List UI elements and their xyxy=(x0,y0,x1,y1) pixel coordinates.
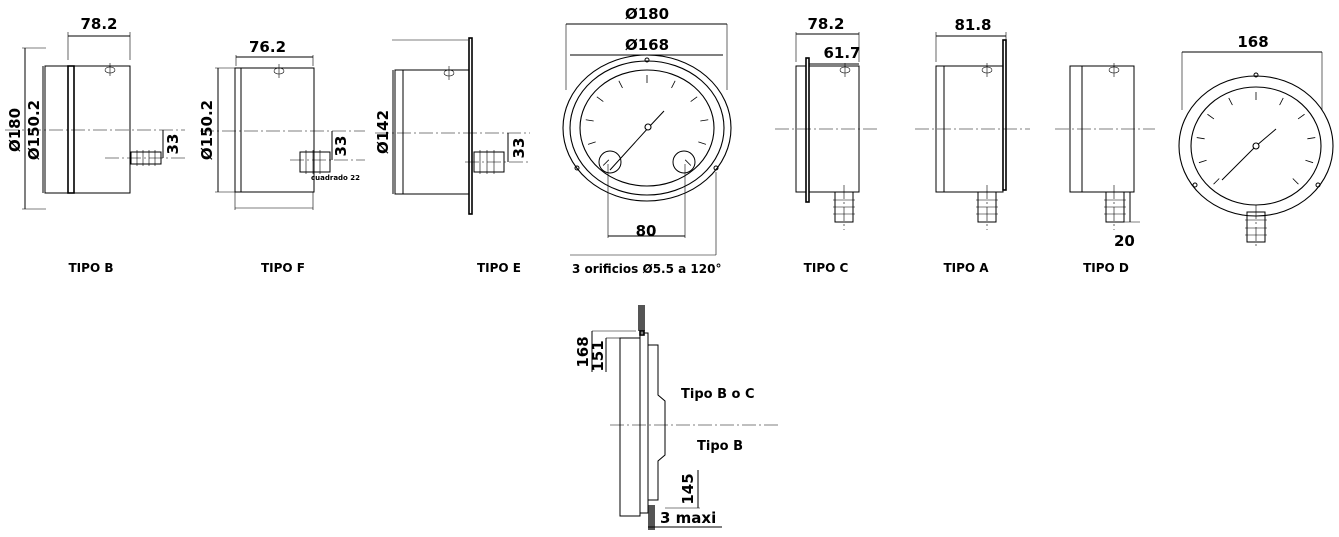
dial-tick xyxy=(1198,159,1207,164)
view-front: Ø180 Ø168 80 3 orificios Ø5.5 a 120° xyxy=(562,5,732,276)
dial-tick xyxy=(698,141,707,145)
conn-offset-label: 33 xyxy=(510,138,528,159)
caption: TIPO A xyxy=(943,261,989,275)
outer-dia-label: Ø180 xyxy=(625,5,669,23)
mount-hole-left xyxy=(1192,182,1198,188)
pointer xyxy=(609,126,650,171)
inner-dia-label: Ø150.2 xyxy=(25,100,43,160)
panel-top xyxy=(638,305,645,331)
mount-hole-top xyxy=(1253,72,1259,78)
case-profile xyxy=(648,344,666,501)
mount-hole-top xyxy=(644,57,650,63)
rear-flange xyxy=(1002,39,1007,191)
dial-tick xyxy=(1228,97,1233,106)
mount-hole-right xyxy=(1315,182,1321,188)
dia-label: Ø142 xyxy=(374,110,392,154)
connector xyxy=(299,151,331,173)
caption: TIPO D xyxy=(1083,261,1129,275)
holes-note: 3 orificios Ø5.5 a 120° xyxy=(572,262,721,276)
depth-outer-label: 78.2 xyxy=(807,15,844,33)
view-panel-section: 168 151 Tipo B o C Tipo B 145 3 maxi xyxy=(574,305,780,530)
label-top: Tipo B o C xyxy=(681,387,755,402)
caption: TIPO C xyxy=(804,261,849,275)
hole-spacing-label: 80 xyxy=(636,222,657,240)
bezel xyxy=(619,337,641,517)
depth-label: 78.2 xyxy=(80,15,117,33)
inner-dia-label: Ø168 xyxy=(625,36,669,54)
dial-tick xyxy=(602,159,610,166)
mount-hole-right xyxy=(713,165,719,171)
dial-tick xyxy=(1307,137,1316,140)
bezel xyxy=(44,65,69,194)
bezel xyxy=(394,69,404,195)
pointer-hub xyxy=(644,123,652,131)
dial-tick xyxy=(1279,97,1284,106)
case xyxy=(240,67,315,193)
caption: TIPO B xyxy=(69,261,114,275)
dial-tick xyxy=(1297,113,1305,120)
dial-tick xyxy=(596,96,604,102)
depth-inner-label: 61.7 xyxy=(823,44,860,62)
offset-label: 20 xyxy=(1114,232,1135,250)
dial-ticks xyxy=(585,75,709,166)
view-tipo-a: 81.8 TIPO A xyxy=(915,16,1030,275)
outer-dim-label: 168 xyxy=(574,336,592,367)
case xyxy=(73,65,131,194)
depth-label: 76.2 xyxy=(249,38,286,56)
thickness-label: 3 maxi xyxy=(660,509,716,527)
dial-tick xyxy=(684,159,692,166)
outer-dia-label: Ø180 xyxy=(6,108,24,152)
dial-tick xyxy=(1196,137,1205,140)
inner-dia-label: Ø150.2 xyxy=(198,100,216,160)
panel-bottom xyxy=(648,505,655,530)
dial-tick xyxy=(1207,113,1215,120)
square-note: cuadrado 22 xyxy=(311,174,360,182)
depth-label: 81.8 xyxy=(954,16,991,34)
view-tipo-e: Ø142 33 TIPO E xyxy=(374,37,530,275)
bezel xyxy=(234,67,242,193)
label-bottom: Tipo B xyxy=(697,439,743,454)
view-tipo-c: 78.2 61.7 TIPO C xyxy=(775,15,880,275)
flange xyxy=(639,332,649,514)
case xyxy=(402,69,470,195)
hole-left xyxy=(598,150,622,174)
dial-tick xyxy=(585,119,594,122)
dial-tick xyxy=(618,80,623,89)
dial-tick xyxy=(587,141,596,145)
dial-tick xyxy=(1213,178,1220,185)
mount-hole-left xyxy=(574,165,580,171)
view-front-d: 168 xyxy=(1178,33,1334,247)
hole-right xyxy=(672,150,696,174)
dia-label: 168 xyxy=(1237,33,1268,51)
conn-offset-label: 33 xyxy=(332,136,350,157)
caption: TIPO F xyxy=(261,261,305,275)
dial-tick xyxy=(1292,178,1299,185)
lower-dim-label: 145 xyxy=(679,473,697,504)
pointer xyxy=(1221,145,1257,181)
dial-tick xyxy=(700,119,709,122)
view-tipo-b: 78.2 Ø180 Ø150.2 33 TIPO B xyxy=(5,15,185,275)
dial-ticks xyxy=(1196,92,1316,185)
dial-tick xyxy=(1305,159,1314,164)
flange xyxy=(468,37,473,215)
inner-dim-label: 151 xyxy=(589,340,607,371)
view-tipo-d: 20 TIPO D xyxy=(1055,63,1155,275)
dial-tick xyxy=(671,80,676,89)
conn-offset-label: 33 xyxy=(164,134,182,155)
pointer-hub xyxy=(1252,142,1260,150)
view-tipo-f: 76.2 Ø150.2 33 cuadrado 22 TIPO F xyxy=(198,38,365,275)
caption: TIPO E xyxy=(477,261,521,275)
dial-tick xyxy=(690,96,698,102)
ring xyxy=(67,65,75,194)
